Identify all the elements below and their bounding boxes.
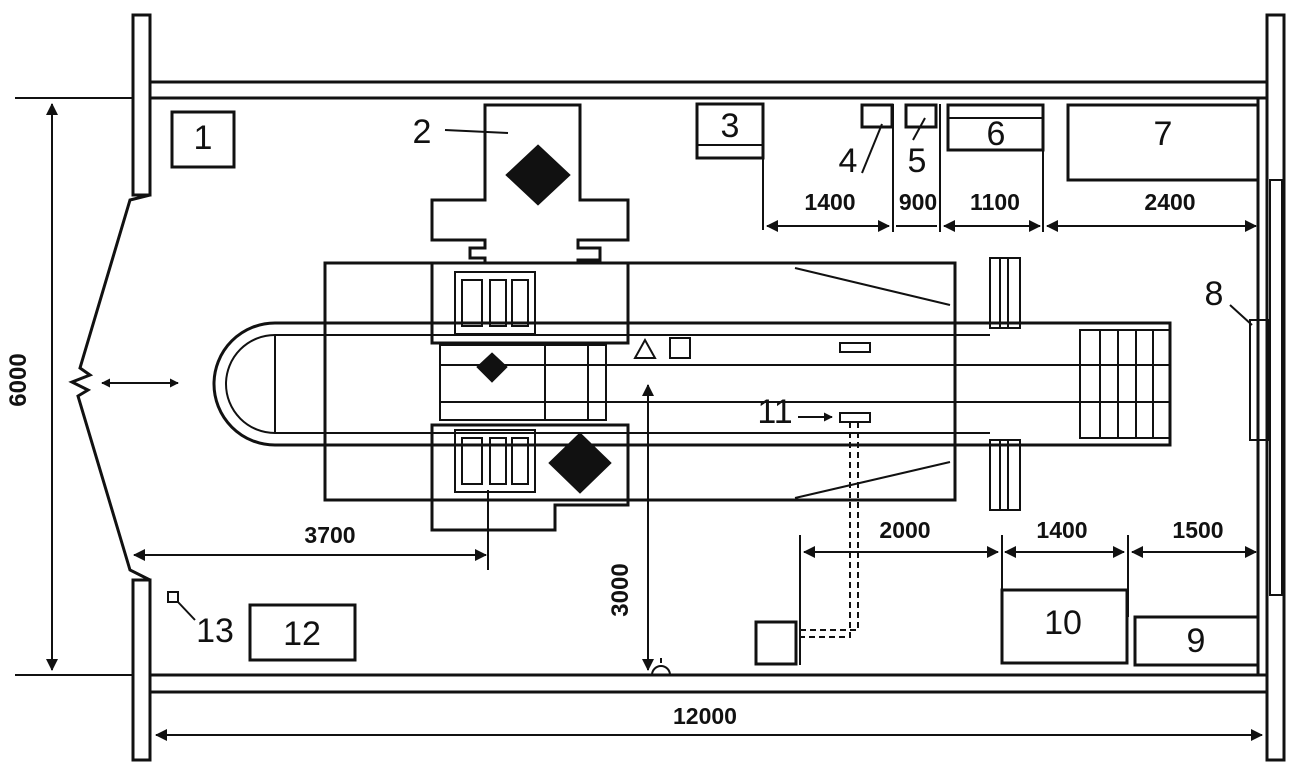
machine-2 [430,103,630,570]
control-cabinet [754,620,798,666]
equipment-7 [1066,103,1260,182]
dim-2000: 2000 [879,517,930,543]
dim-12000: 12000 [673,703,737,729]
dim-900: 900 [899,189,937,215]
break-line [68,193,151,582]
label-7: 7 [1154,115,1173,153]
dim-1400-bottom: 1400 [1036,517,1087,543]
drain-icon [651,665,671,676]
dim-3700: 3700 [304,522,355,548]
equipment: 1 3 4 5 6 7 8 9 10 11 [167,102,1269,676]
building-walls [68,13,1286,762]
dim-3000: 3000 [607,563,634,616]
label-10: 10 [1044,604,1082,642]
dim-1500: 1500 [1172,517,1223,543]
equipment-12 [248,603,357,662]
label-12: 12 [283,615,321,653]
label-3: 3 [721,107,740,145]
label-9: 9 [1187,622,1206,660]
central-test-bench [212,257,1172,638]
equipment-8 [1249,319,1269,441]
square-sensor-icon [669,337,691,359]
left-wall-upper-pier [131,13,152,197]
equipment-13 [167,591,179,603]
dim-6000: 6000 [5,353,32,406]
equipment-3 [695,102,765,160]
equipment-4 [860,103,894,129]
equipment-10 [1000,588,1129,665]
dimensions: 1400 900 1100 2400 3700 2000 1400 1500 3… [5,97,1263,741]
label-6: 6 [987,115,1006,153]
equipment-6 [946,103,1045,152]
dim-1400-top: 1400 [804,189,855,215]
machine-2-diamond [505,144,571,206]
equipment-9 [1133,615,1260,667]
dim-2400: 2400 [1144,189,1195,215]
label-2: 2 [413,113,432,151]
left-wall-lower-pier [131,578,152,762]
label-1: 1 [194,119,213,157]
label-5: 5 [908,142,927,180]
triangle-sensor-icon [633,337,657,359]
sensor-11 [839,412,871,423]
label-4: 4 [839,142,858,180]
label-8: 8 [1205,275,1224,313]
label-11: 11 [757,393,792,431]
label-13: 13 [196,612,234,650]
equipment-1 [170,110,236,169]
dim-1100: 1100 [970,189,1020,215]
